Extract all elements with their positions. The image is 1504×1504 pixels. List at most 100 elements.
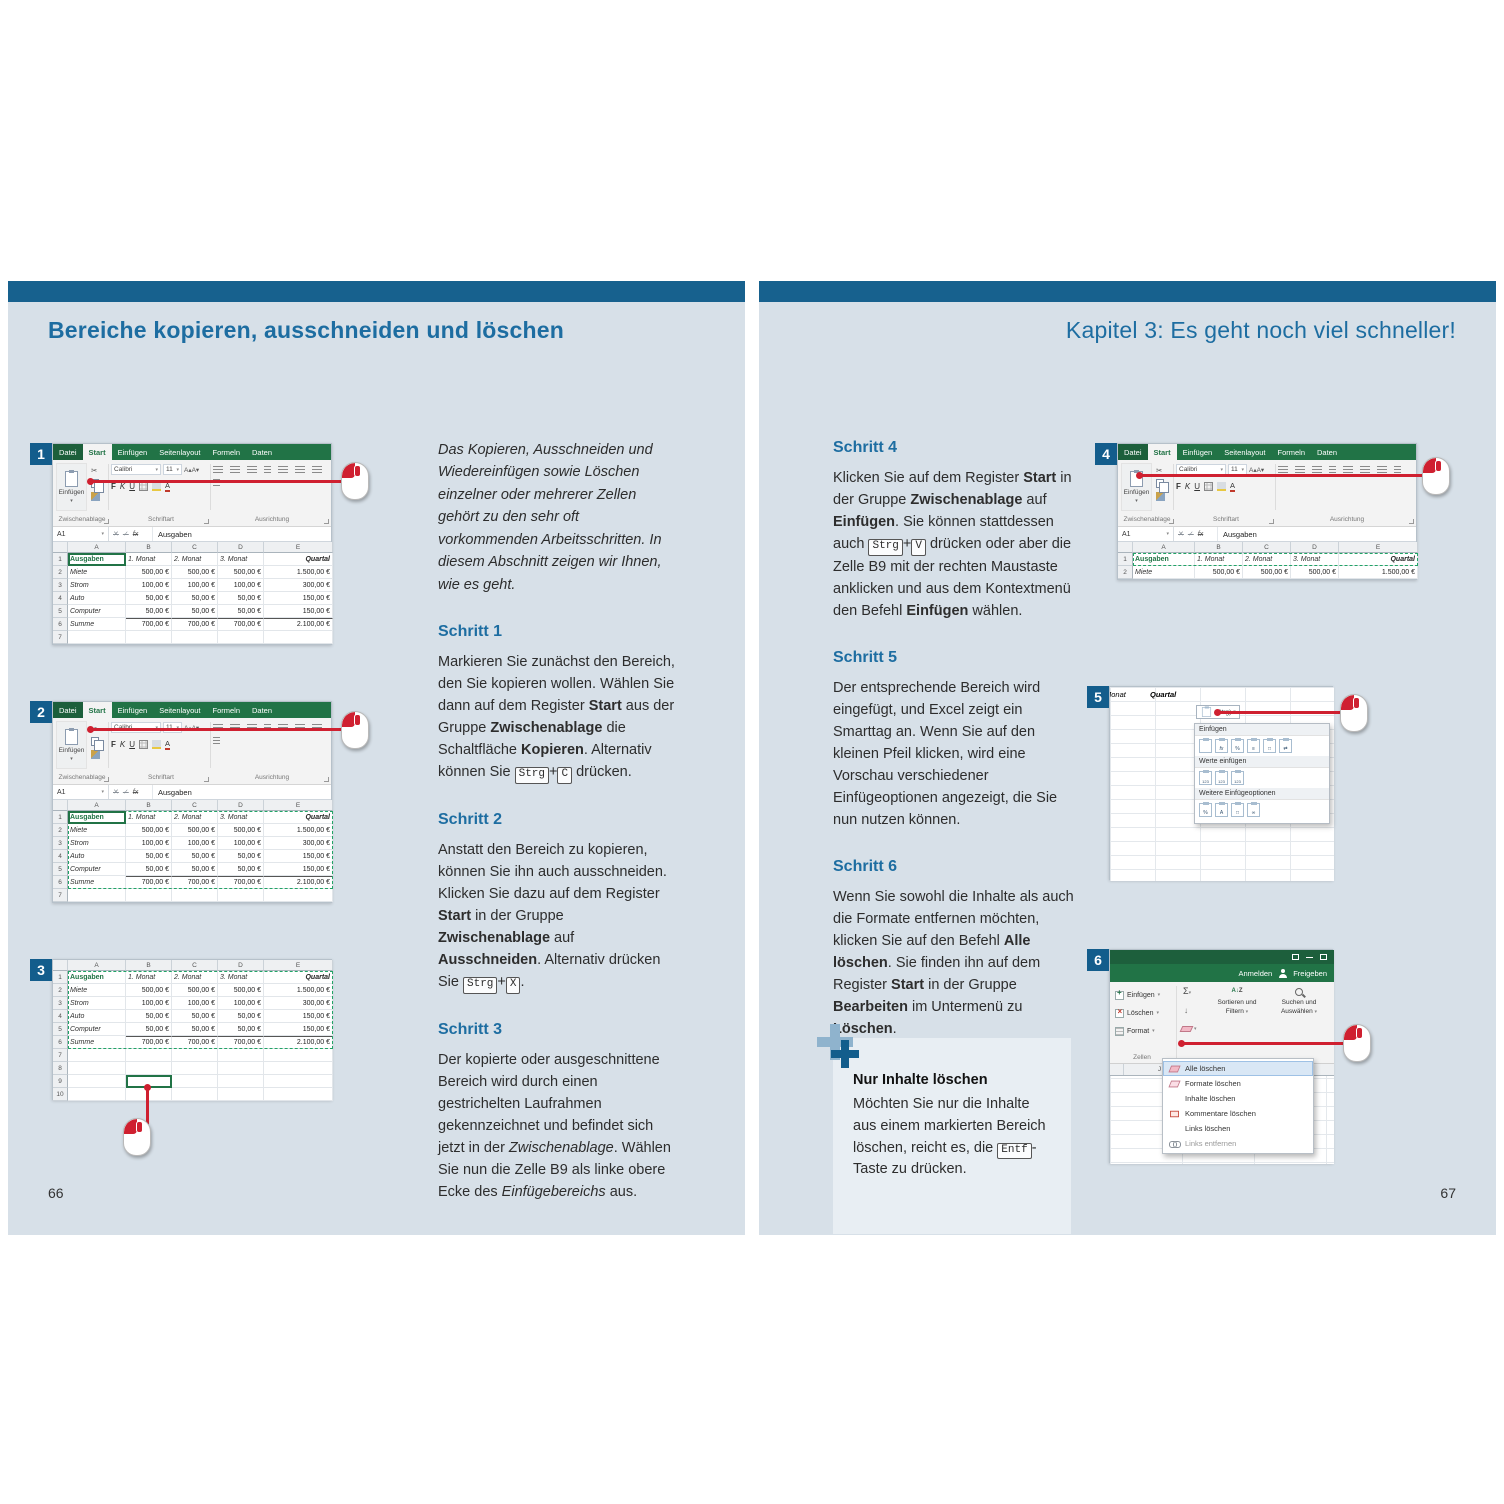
cell-E6[interactable]: 2.100,00 € xyxy=(264,876,333,889)
row-header-7[interactable]: 7 xyxy=(53,889,68,902)
underline-button[interactable]: U xyxy=(129,482,136,492)
cell-C9[interactable] xyxy=(172,1075,218,1088)
align-right-icon[interactable] xyxy=(1377,466,1387,474)
font-name-select[interactable]: Calibri▾ xyxy=(111,722,161,733)
share-button[interactable]: Freigeben xyxy=(1293,968,1327,978)
tab-start[interactable]: Start xyxy=(1147,444,1177,460)
cell-E8[interactable] xyxy=(264,1062,333,1075)
cell-E3[interactable]: 300,00 € xyxy=(264,837,333,850)
cell-D2[interactable]: 500,00 € xyxy=(218,824,264,837)
cell-A4[interactable]: Auto xyxy=(68,850,126,863)
row-header-1[interactable]: 1 xyxy=(53,971,68,984)
insert-function-icon[interactable]: fx xyxy=(132,788,139,796)
cell-A5[interactable]: Computer xyxy=(68,1023,126,1036)
cell-A7[interactable] xyxy=(68,1049,126,1062)
cell-D1[interactable]: 3. Monat xyxy=(218,971,264,984)
cell-D10[interactable] xyxy=(218,1088,264,1101)
row-header-2[interactable]: 2 xyxy=(53,984,68,997)
cell-D1[interactable]: 3. Monat xyxy=(1291,553,1339,566)
cell-C7[interactable] xyxy=(172,889,218,902)
cell-monat[interactable]: Monat xyxy=(1110,690,1126,699)
delete-cells-button[interactable]: Löschen▾ xyxy=(1115,1006,1159,1020)
cell-B3[interactable]: 100,00 € xyxy=(126,997,172,1010)
cell-E1[interactable]: Quartal xyxy=(264,971,333,984)
format-painter-icon[interactable] xyxy=(91,749,100,759)
cell-E6[interactable]: 2.100,00 € xyxy=(264,618,333,631)
cell-E2[interactable]: 1.500,00 € xyxy=(264,984,333,997)
tab-start[interactable]: Start xyxy=(82,702,112,718)
column-header-e[interactable]: E xyxy=(264,960,333,971)
cell-D3[interactable]: 100,00 € xyxy=(218,997,264,1010)
fill-color-icon[interactable] xyxy=(152,740,162,750)
enter-icon[interactable]: ✓ xyxy=(122,531,129,538)
cell-A5[interactable]: Computer xyxy=(68,863,126,876)
cell-A9[interactable] xyxy=(68,1075,126,1088)
tab-formeln[interactable]: Formeln xyxy=(1277,447,1306,457)
cell-B1[interactable]: 1. Monat xyxy=(126,553,172,566)
font-name-select[interactable]: Calibri▾ xyxy=(111,464,161,475)
cell-E10[interactable] xyxy=(264,1088,333,1101)
borders-icon[interactable] xyxy=(139,482,149,492)
tab-seitenlayout[interactable]: Seitenlayout xyxy=(1224,447,1266,457)
row-header-2[interactable]: 2 xyxy=(1118,566,1133,579)
align-left-icon[interactable] xyxy=(278,466,288,474)
column-header-e[interactable]: E xyxy=(264,800,333,811)
cell-D1[interactable]: 3. Monat xyxy=(218,811,264,824)
column-header-c[interactable]: C xyxy=(172,542,218,553)
cell-B6[interactable]: 700,00 € xyxy=(126,618,172,631)
tab-datei[interactable]: Datei xyxy=(53,702,83,718)
cell-C5[interactable]: 50,00 € xyxy=(172,605,218,618)
fill-color-icon[interactable] xyxy=(1217,482,1227,492)
cell-B6[interactable]: 700,00 € xyxy=(126,876,172,889)
cell-B2[interactable]: 500,00 € xyxy=(126,566,172,579)
cell-E4[interactable]: 150,00 € xyxy=(264,592,333,605)
cancel-icon[interactable]: ✕ xyxy=(113,531,119,538)
cell-E1[interactable]: Quartal xyxy=(264,553,333,566)
tab-start[interactable]: Start xyxy=(82,444,112,460)
column-header-a[interactable]: A xyxy=(68,960,126,971)
sign-in-label[interactable]: Anmelden xyxy=(1238,968,1273,978)
column-header-d[interactable]: D xyxy=(218,800,264,811)
cut-icon[interactable]: ✂ xyxy=(91,465,98,475)
tab-einfuegen[interactable]: Einfügen xyxy=(1182,447,1213,457)
cell-C7[interactable] xyxy=(172,631,218,644)
cell-D5[interactable]: 50,00 € xyxy=(218,1023,264,1036)
cell-A3[interactable]: Strom xyxy=(68,997,126,1010)
select-all-corner[interactable] xyxy=(1118,542,1133,553)
row-header-6[interactable]: 6 xyxy=(53,876,68,889)
cell-D4[interactable]: 50,00 € xyxy=(218,1010,264,1023)
paste-formulas-number-format-icon[interactable] xyxy=(1231,738,1244,753)
grow-shrink-font-icons[interactable]: A▴A▾ xyxy=(1249,466,1265,474)
cell-C1[interactable]: 2. Monat xyxy=(172,553,218,566)
format-button[interactable]: Format▾ xyxy=(1115,1024,1155,1038)
cell-C1[interactable]: 2. Monat xyxy=(172,811,218,824)
cell-C3[interactable]: 100,00 € xyxy=(172,997,218,1010)
cell-E4[interactable]: 150,00 € xyxy=(264,1010,333,1023)
cell-A6[interactable]: Summe xyxy=(68,618,126,631)
row-header-1[interactable]: 1 xyxy=(1118,553,1133,566)
cell-A5[interactable]: Computer xyxy=(68,605,126,618)
tab-seitenlayout[interactable]: Seitenlayout xyxy=(159,447,201,457)
name-box[interactable]: A1▾ xyxy=(53,527,109,541)
grow-shrink-font-icons[interactable]: A▴A▾ xyxy=(184,466,200,474)
cell-D2[interactable]: 500,00 € xyxy=(1291,566,1339,579)
row-header-8[interactable]: 8 xyxy=(53,1062,68,1075)
cell-A4[interactable]: Auto xyxy=(68,1010,126,1023)
cell-D4[interactable]: 50,00 € xyxy=(218,850,264,863)
row-header-5[interactable]: 5 xyxy=(53,863,68,876)
cell-E9[interactable] xyxy=(264,1075,333,1088)
cancel-icon[interactable]: ✕ xyxy=(1178,531,1184,538)
row-header-7[interactable]: 7 xyxy=(53,1049,68,1062)
cell-C4[interactable]: 50,00 € xyxy=(172,1010,218,1023)
row-header-4[interactable]: 4 xyxy=(53,1010,68,1023)
tab-einfuegen[interactable]: Einfügen xyxy=(117,447,148,457)
cell-B1[interactable]: 1. Monat xyxy=(126,811,172,824)
values-icon[interactable] xyxy=(1199,770,1212,785)
paste-icon[interactable] xyxy=(1199,738,1212,753)
cell-D2[interactable]: 500,00 € xyxy=(218,984,264,997)
cell-D6[interactable]: 700,00 € xyxy=(218,1036,264,1049)
formula-bar-value[interactable]: Ausgaben xyxy=(1223,529,1257,539)
cell-D4[interactable]: 50,00 € xyxy=(218,592,264,605)
cell-B2[interactable]: 500,00 € xyxy=(126,984,172,997)
